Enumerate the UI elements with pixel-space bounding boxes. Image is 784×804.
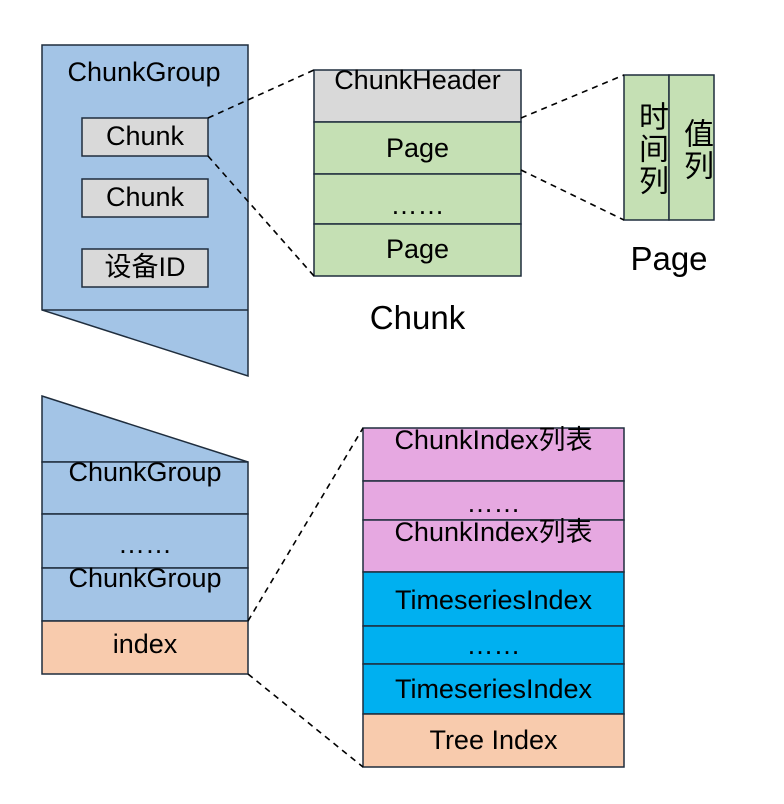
chunk-ellipsis-label: …… <box>390 190 445 220</box>
chunk-header-label: ChunkHeader <box>334 65 501 95</box>
chunk-index-list-label-2: ChunkIndex列表 <box>394 517 593 547</box>
device-id-label: 设备ID <box>104 252 186 282</box>
chunk-header-box <box>313 69 522 123</box>
connector-page-bottom <box>520 169 625 221</box>
connector-page-top <box>520 74 625 119</box>
chunk-index-list-box-2 <box>362 519 625 573</box>
chunk-group-title: ChunkGroup <box>67 57 221 87</box>
connector-index-top <box>247 427 364 622</box>
file-index-label: index <box>112 629 178 659</box>
chunk-index-list-box-1 <box>362 427 625 482</box>
page-value-column-box <box>668 74 715 221</box>
connector-index-bottom <box>247 673 364 768</box>
timeseries-ellipsis-box <box>362 625 625 665</box>
timeseries-index-label-2: TimeseriesIndex <box>394 674 593 704</box>
file-ellipsis-label: …… <box>118 529 172 559</box>
chunk-label-1: Chunk <box>105 121 185 151</box>
chunk-index-list-label-1: ChunkIndex列表 <box>394 425 593 455</box>
file-chunk-group-label-2: ChunkGroup <box>68 563 222 593</box>
chunk-index-ellipsis-label: …… <box>466 488 521 518</box>
chunk-label-2: Chunk <box>105 182 185 212</box>
file-index-box <box>41 620 249 675</box>
file-chunk-group-box-2 <box>41 567 249 622</box>
timeseries-index-box-2 <box>362 663 625 715</box>
timeseries-index-label-1: TimeseriesIndex <box>394 585 593 615</box>
file-chunk-group-label-1: ChunkGroup <box>68 457 222 487</box>
page-time-column-label: 时间列 <box>634 101 667 197</box>
connector-chunk-top <box>207 69 315 119</box>
file-ellipsis-box <box>41 513 249 569</box>
device-id-box <box>81 248 209 288</box>
timeseries-index-box-1 <box>362 571 625 627</box>
page-time-column-box <box>623 74 670 221</box>
chunk-index-ellipsis-box <box>362 480 625 521</box>
tree-index-box <box>362 713 625 768</box>
timeseries-ellipsis-label: …… <box>466 630 521 660</box>
chunk-box-2 <box>81 178 209 218</box>
file-block-top-wedge <box>41 394 249 463</box>
chunk-page-label-1: Page <box>385 133 450 163</box>
tree-index-label: Tree Index <box>429 725 558 755</box>
chunk-box-1 <box>81 117 209 157</box>
chunk-page-box-2 <box>313 223 522 277</box>
chunk-caption: Chunk <box>369 299 466 336</box>
connector-chunk-bottom <box>207 155 315 277</box>
chunk-page-box-ellipsis <box>313 173 522 225</box>
file-chunk-group-box-1 <box>41 461 249 515</box>
chunk-page-label-2: Page <box>385 234 450 264</box>
page-caption: Page <box>630 240 708 277</box>
chunk-page-box-1 <box>313 121 522 175</box>
page-value-column-label: 值列 <box>679 118 712 182</box>
